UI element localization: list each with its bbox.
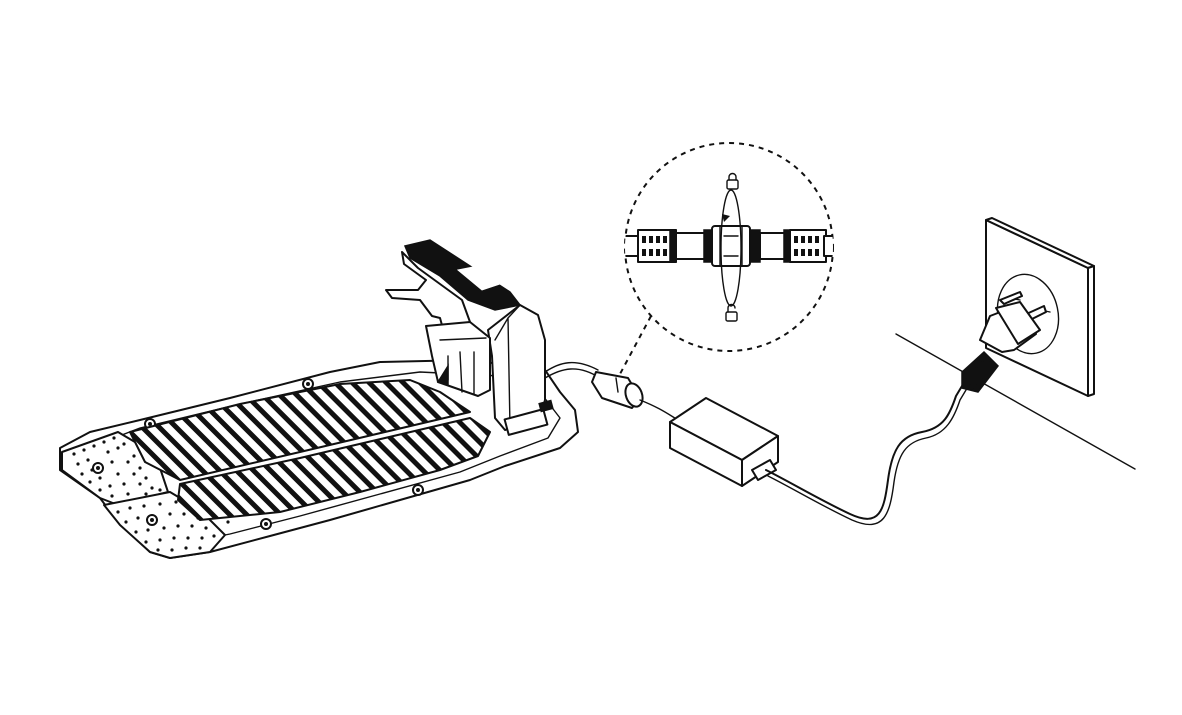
plug-grip-ridges (965, 357, 995, 389)
tower-top-cap (403, 239, 522, 311)
charging-station (59, 239, 579, 559)
tower-side (494, 304, 521, 429)
wall-outlet (985, 217, 1095, 397)
plug-prong-top (999, 291, 1023, 305)
power-adapter (669, 397, 779, 487)
plug-face (995, 301, 1041, 345)
connector-zoom-callout (619, 142, 834, 375)
ac-cable (765, 385, 963, 520)
left-contact-plate (436, 363, 449, 385)
perforation-dots (72, 436, 230, 552)
cable-connector (591, 371, 644, 409)
power-plug (961, 291, 1047, 393)
wall-floor-line (895, 333, 1136, 470)
tower-top-slot (456, 265, 502, 291)
dc-cable-connector-to-adapter (639, 399, 679, 421)
tower-foot (503, 408, 549, 436)
locking-ring (711, 225, 751, 267)
ac-cable-2 (767, 389, 967, 526)
rotation-arrow-icon (720, 189, 742, 307)
tower-button (538, 399, 554, 413)
dc-cable-station-side (544, 362, 599, 373)
rotation-arrowhead (722, 214, 730, 222)
dc-cable-station-side-2 (544, 368, 601, 379)
unlock-icon (725, 303, 738, 322)
lock-icon (726, 172, 739, 190)
wheel-track-lower (177, 417, 491, 521)
wheel-track-upper (129, 379, 471, 481)
right-connector-body (789, 229, 827, 263)
peg-screw-icon (92, 378, 424, 530)
